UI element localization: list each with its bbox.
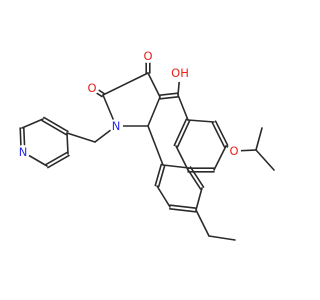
- bond-a3-a4: [213, 145, 227, 171]
- molecule-structure-diagram: O O OH N N O: [16, 49, 275, 241]
- bond-a2-a3-a: [211, 122, 226, 148]
- bond-p2-p3: [21, 118, 44, 129]
- hydroxyl-label: OH: [171, 66, 189, 80]
- bond-ci-m1: [255, 127, 263, 151]
- ketone-oxygen-label: O: [143, 49, 152, 63]
- bond-p1-p2-a: [43, 116, 69, 133]
- bond-p5-p6-a: [47, 154, 70, 169]
- pyrrolidinone-nitrogen-atom: N: [109, 119, 123, 133]
- bond-e4-et1: [195, 209, 210, 237]
- bond-e5-e6-b: [186, 168, 202, 190]
- bond-e5-e6-a: [189, 166, 205, 188]
- bond-et1-et2: [208, 235, 236, 241]
- ketone-oxygen-atom: O: [141, 49, 155, 63]
- pyridine-nitrogen-label: N: [19, 145, 28, 159]
- bond-e1-e2-a: [154, 163, 163, 187]
- pyrrolidinone-nitrogen-label: N: [112, 119, 121, 133]
- bond-a1-a2: [187, 119, 215, 123]
- bond-e6-e1: [162, 164, 190, 169]
- atom-label-layer: O O OH N N O: [16, 49, 241, 159]
- bond-p6-p1: [66, 132, 69, 155]
- bond-e4-e5: [195, 187, 203, 211]
- ether-oxygen-label: O: [229, 144, 238, 158]
- bond-e1-e2-b: [157, 164, 166, 188]
- bond-c4-c5: [147, 96, 161, 127]
- bond-e2-e3: [156, 185, 171, 208]
- bond-c5-e1: [147, 125, 164, 166]
- bond-a6-a1-b: [173, 118, 188, 147]
- bond-ch2-p1: [66, 132, 96, 143]
- bond-cx-a1: [177, 94, 189, 121]
- bond-c2-c3: [102, 72, 149, 96]
- bond-a2-a3-b: [214, 120, 229, 146]
- bond-p5-p6-b: [45, 151, 68, 166]
- bond-c3-c4: [147, 72, 161, 98]
- bond-e3-e4-b: [169, 204, 198, 210]
- bond-a5-a6: [175, 145, 189, 171]
- ether-oxygen-atom: O: [227, 144, 241, 158]
- bond-a6-a1-a: [176, 119, 191, 148]
- lactam-oxygen-atom: O: [85, 81, 99, 95]
- bond-c4-cx-b: [159, 92, 179, 97]
- lactam-oxygen-label: O: [87, 81, 96, 95]
- bond-c4-cx-a: [159, 95, 179, 100]
- bond-p1-p2-b: [41, 119, 67, 136]
- pyridine-nitrogen-atom: N: [16, 145, 30, 159]
- bond-e3-e4-a: [168, 207, 197, 213]
- bond-ci-m2: [255, 149, 275, 171]
- hydroxyl-oxygen-atom: OH: [171, 64, 189, 82]
